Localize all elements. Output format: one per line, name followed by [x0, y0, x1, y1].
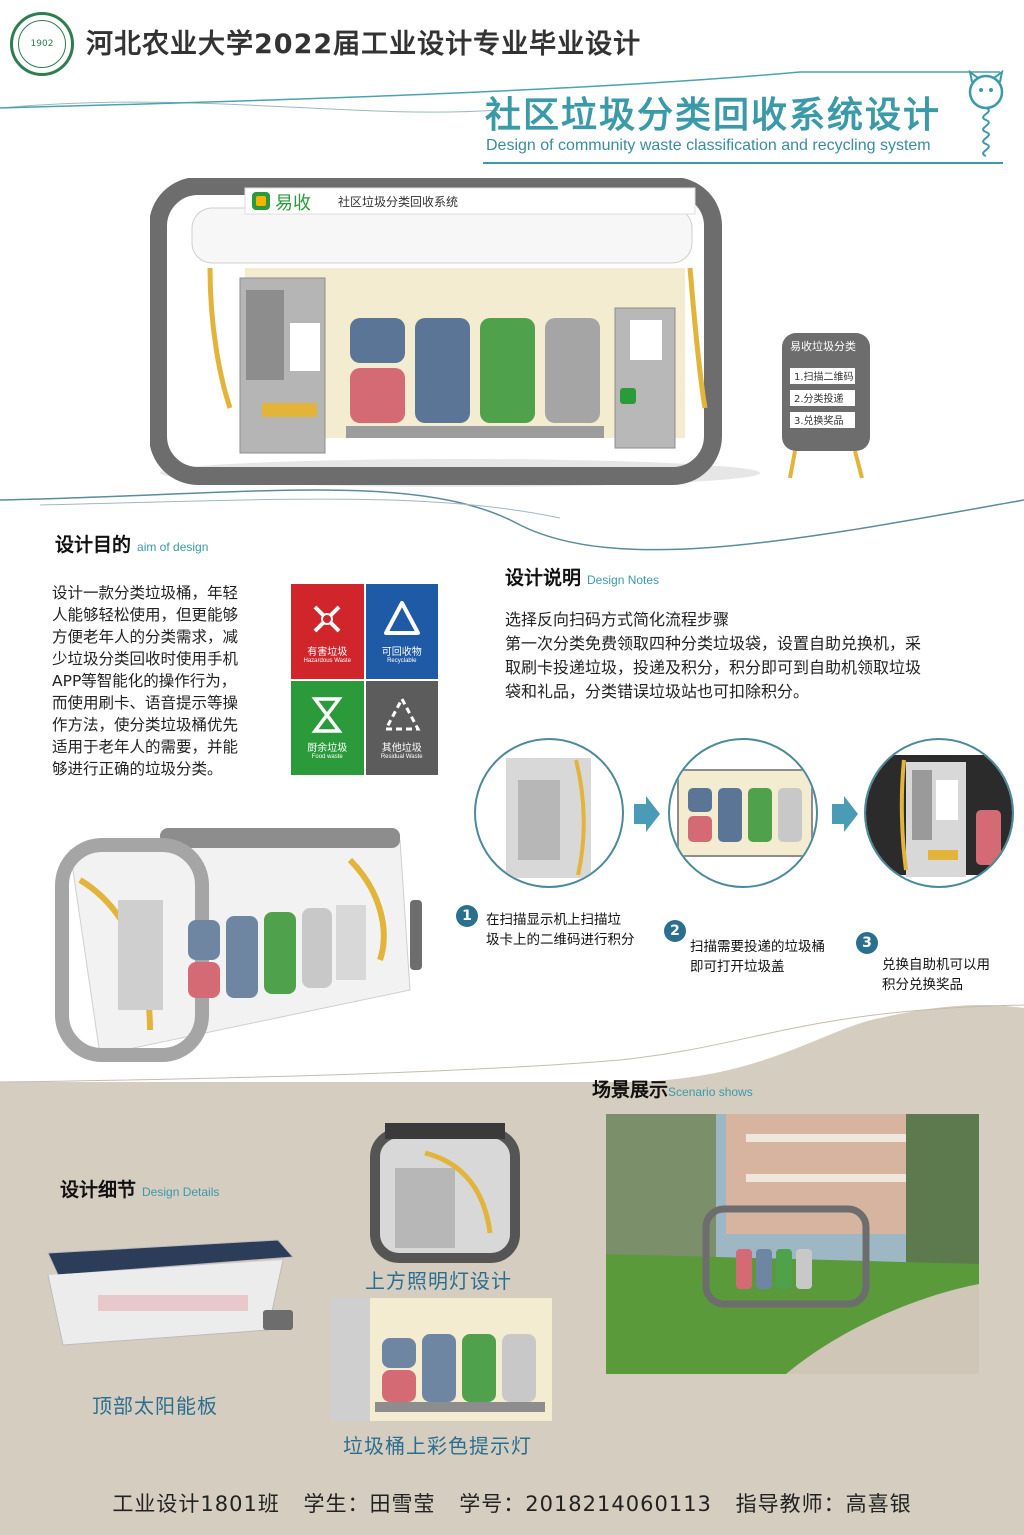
hazard-icon	[313, 605, 341, 633]
university-emblem: 1902	[10, 12, 74, 76]
notes-line: 第一次分类免费领取四种分类垃圾袋，设置自助兑换机，采	[505, 634, 922, 653]
footer-class: 工业设计1801班	[112, 1492, 280, 1516]
solar-panel-render	[47, 1239, 295, 1346]
caption-solar: 顶部太阳能板	[92, 1394, 218, 1418]
bin-label-cn: 其他垃圾	[381, 743, 422, 755]
lighting-detail-render	[370, 1123, 520, 1263]
header-curve-line	[0, 71, 1000, 109]
recycle-icon	[383, 600, 420, 635]
details-heading: 设计细节 Design Details	[60, 1175, 219, 1202]
sign-step-1: 1.扫描二维码	[794, 370, 854, 383]
aim-line: 方便老年人的分类需求，减	[52, 628, 239, 646]
notes-text: 选择反向扫码方式简化流程步骤 第一次分类免费领取四种分类垃圾袋，设置自助兑换机，…	[505, 608, 1005, 704]
caption-bin-lights: 垃圾桶上彩色提示灯	[343, 1434, 532, 1458]
bin-label-en: Recyclable	[387, 657, 417, 664]
aim-line: 设计一款分类垃圾桶，年轻	[52, 584, 239, 602]
step-line: 积分兑换奖品	[882, 977, 963, 993]
bin-recyclable: 可回收物 Recyclable	[365, 584, 438, 679]
bin-label-cn: 可回收物	[381, 646, 422, 658]
details-heading-cn: 设计细节	[60, 1179, 137, 1201]
project-title: 社区垃圾分类回收系统设计	[485, 95, 942, 136]
step-line: 在扫描显示机上扫描垃	[486, 912, 621, 928]
bin-label-en: Residual Waste	[380, 754, 423, 761]
bin-label-en: Hazardous Waste	[303, 657, 351, 664]
step-line: 即可打开垃圾盖	[690, 959, 785, 975]
bin-label-en: Food waste	[311, 754, 343, 761]
food-waste-icon	[311, 697, 343, 733]
step-number-3: 3	[856, 932, 878, 954]
scenario-heading-en: Scenario shows	[668, 1085, 753, 1099]
aim-heading-en: aim of design	[137, 540, 209, 554]
bin-food: 厨余垃圾 Food waste	[291, 680, 364, 775]
residual-icon	[383, 696, 421, 731]
notes-heading-cn: 设计说明	[505, 567, 582, 589]
footer-student-id: 学号：2018214060113	[459, 1492, 712, 1516]
details-heading-en: Design Details	[142, 1185, 220, 1199]
step-3-text: 兑换自助机可以用 积分兑换奖品	[882, 955, 990, 995]
banner-brand: 易收	[275, 193, 311, 214]
sign-step-3: 3.兑换奖品	[794, 414, 844, 427]
notes-line: 取刷卡投递垃圾，投递及积分，积分即可到自助机领取垃圾	[505, 658, 922, 677]
step-3-image	[864, 738, 1014, 888]
aim-line: 少垃圾分类回收时使用手机	[52, 650, 239, 668]
step-number-2: 2	[664, 920, 686, 942]
scenario-photo	[606, 1114, 979, 1374]
emblem-year: 1902	[30, 39, 54, 49]
step-2-image	[668, 738, 818, 888]
notes-line: 选择反向扫码方式简化流程步骤	[505, 610, 730, 629]
step-number-1: 1	[456, 905, 478, 927]
notes-heading-en: Design Notes	[587, 573, 660, 587]
aim-line: 够进行正确的垃圾分类。	[52, 760, 223, 778]
aim-line: 人能够轻松使用，但更能够	[52, 606, 239, 624]
sign-step-2: 2.分类投递	[794, 392, 844, 405]
bin-label-cn: 厨余垃圾	[307, 743, 348, 755]
footer-advisor: 指导教师：高喜银	[735, 1492, 912, 1516]
aim-text: 设计一款分类垃圾桶，年轻 人能够轻松使用，但更能够 方便老年人的分类需求，减 少…	[52, 582, 277, 780]
notes-heading: 设计说明 Design Notes	[505, 563, 659, 590]
step-1-image	[474, 738, 624, 888]
perspective-render	[55, 828, 422, 1062]
step-line: 兑换自助机可以用	[882, 957, 990, 973]
caption-lighting: 上方照明灯设计	[365, 1269, 512, 1293]
bin-hazardous: 有害垃圾 Hazardous Waste	[291, 584, 364, 679]
main-product-render: 易收 社区垃圾分类回收系统 易收垃圾分类 1.扫描二维码 2.分类投递 3.兑换…	[150, 178, 870, 487]
bin-lights-render	[330, 1298, 552, 1421]
bin-label-cn: 有害垃圾	[307, 646, 348, 658]
waste-category-grid: 有害垃圾 Hazardous Waste 可回收物 Recyclable 厨余垃…	[291, 584, 438, 775]
scenario-heading: 场景展示Scenario shows	[592, 1075, 753, 1102]
title-underline	[483, 162, 1003, 164]
aim-heading: 设计目的 aim of design	[55, 530, 208, 557]
aim-heading-cn: 设计目的	[55, 534, 132, 556]
step-1-text: 在扫描显示机上扫描垃 圾卡上的二维码进行积分	[486, 910, 635, 950]
aim-line: 适用于老年人的需要，并能	[52, 738, 239, 756]
step-line: 圾卡上的二维码进行积分	[486, 932, 635, 948]
arrow-right-icon	[634, 796, 660, 832]
footer-credits: 工业设计1801班 学生：田雪莹 学号：2018214060113 指导教师：高…	[0, 1488, 1024, 1518]
scenario-heading-cn: 场景展示	[592, 1079, 669, 1101]
arrow-right-icon	[832, 796, 858, 832]
step-line: 扫描需要投递的垃圾桶	[690, 939, 825, 955]
banner-system-name: 社区垃圾分类回收系统	[338, 194, 458, 209]
bins-group	[346, 318, 604, 438]
step-2-text: 扫描需要投递的垃圾桶 即可打开垃圾盖	[690, 937, 825, 977]
bin-residual: 其他垃圾 Residual Waste	[365, 680, 438, 775]
aim-line: APP等智能化的操作行为，	[52, 672, 237, 690]
notes-line: 袋和礼品，分类错误垃圾站也可扣除积分。	[505, 682, 810, 701]
sign-title: 易收垃圾分类	[790, 339, 856, 353]
university-title: 河北农业大学2022届工业设计专业毕业设计	[86, 29, 642, 60]
project-subtitle: Design of community waste classification…	[486, 137, 931, 154]
aim-line: 而使用刷卡、语音提示等操	[52, 694, 239, 712]
mascot-icon	[968, 70, 1004, 157]
aim-line: 作方法，使分类垃圾桶优先	[52, 716, 239, 734]
footer-student: 学生：田雪莹	[303, 1492, 436, 1516]
